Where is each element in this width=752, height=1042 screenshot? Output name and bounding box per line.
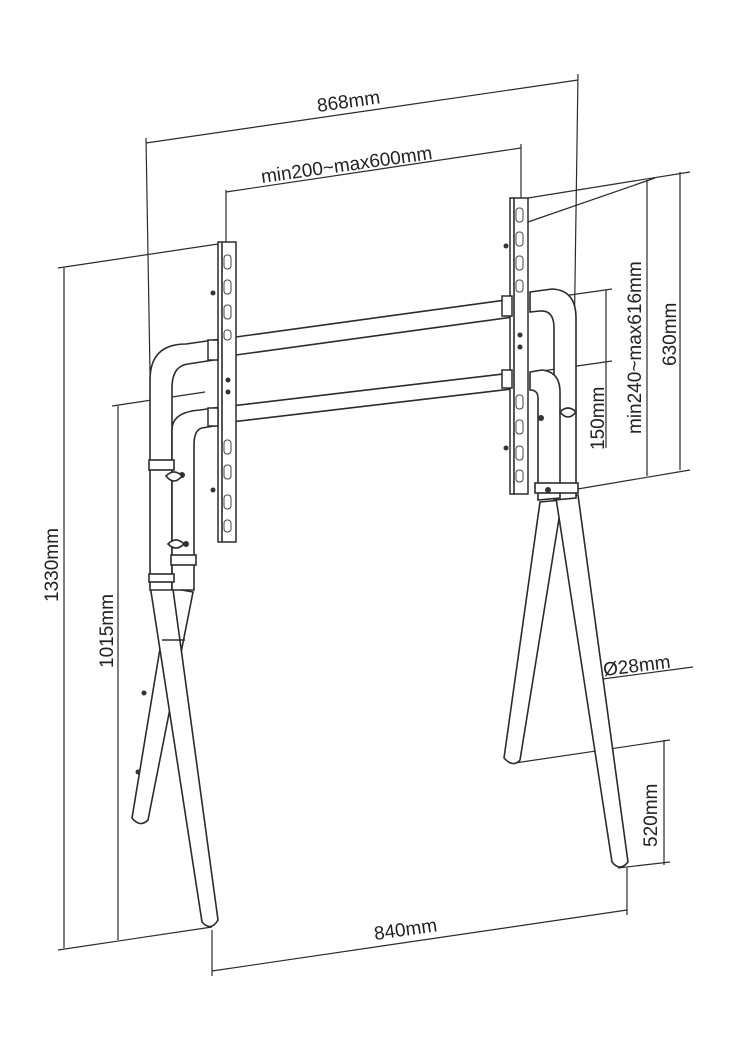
right-rear-leg xyxy=(503,499,563,765)
dim-line-tube-diameter xyxy=(594,666,694,681)
dim-line-overall-width xyxy=(145,79,579,144)
right-lower-bend xyxy=(529,369,561,501)
label-vesa-vertical: min240~max616mm xyxy=(625,261,646,434)
label-total-height: 1330mm xyxy=(42,528,63,602)
lower-crossbar xyxy=(213,371,521,425)
label-overall-width: 868mm xyxy=(316,87,382,117)
left-collar-top xyxy=(148,459,175,471)
label-leg-depth: 520mm xyxy=(641,784,662,847)
right-front-leg xyxy=(555,494,629,868)
left-collar-bottom xyxy=(170,554,197,566)
right-collar xyxy=(534,482,579,494)
label-tube-diameter: Ø28mm xyxy=(602,652,672,681)
right-frame xyxy=(503,288,629,868)
left-upper-bend xyxy=(149,339,215,591)
upper-crossbar xyxy=(213,297,521,359)
dimension-lines xyxy=(57,73,694,976)
label-crossbar-spacing: 150mm xyxy=(588,387,609,450)
right-upper-bend xyxy=(529,288,577,501)
label-vesa-horizontal: min200~max600mm xyxy=(260,143,434,188)
label-bracket-height: 630mm xyxy=(660,303,681,366)
dim-line-vesa-horizontal xyxy=(225,147,522,193)
label-lower-height: 1015mm xyxy=(97,594,118,668)
left-front-leg xyxy=(149,581,219,928)
crossbars xyxy=(213,297,521,425)
label-base-width: 840mm xyxy=(373,915,439,945)
right-plate-slots xyxy=(515,207,524,483)
left-plate-slots xyxy=(223,254,232,533)
dim-line-base-width xyxy=(211,909,628,972)
left-bracket-plate xyxy=(207,241,237,543)
right-bracket-plate xyxy=(501,197,529,495)
left-frame xyxy=(131,339,219,928)
